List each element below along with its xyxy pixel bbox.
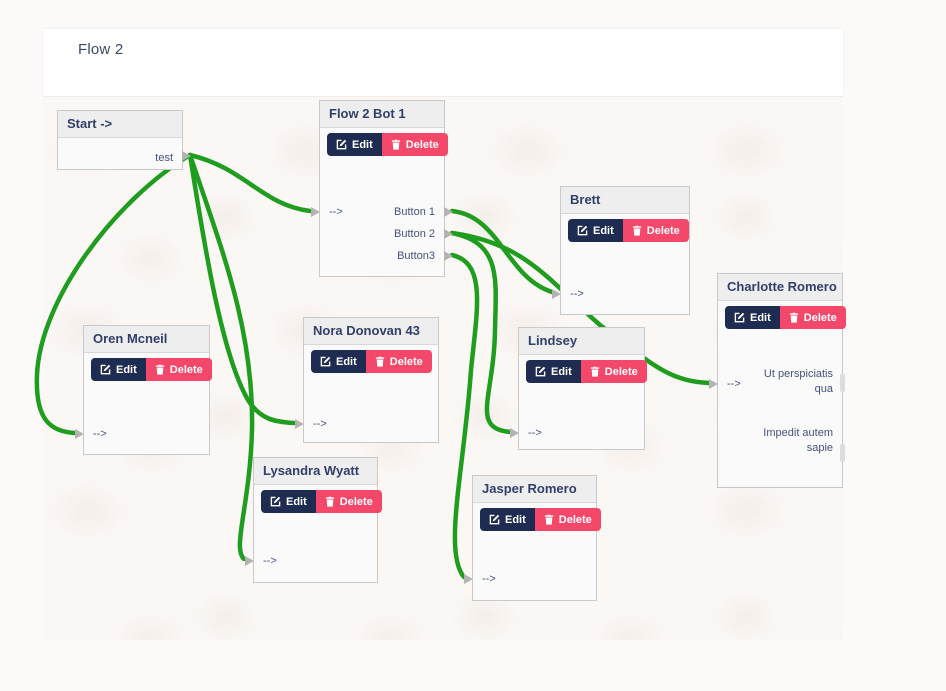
node-start-output-port[interactable] <box>182 151 191 161</box>
node-lindsey-input-port[interactable] <box>510 428 519 438</box>
node-bot-output-port[interactable] <box>444 207 453 217</box>
edge-start-to-nora[interactable] <box>187 152 297 426</box>
node-start[interactable]: Start -> test <box>57 110 191 170</box>
edge-start-to-lysandra[interactable] <box>187 152 255 562</box>
edit-button[interactable]: Edit <box>526 360 581 383</box>
node-bot-input-port[interactable] <box>311 207 320 217</box>
trash-icon <box>391 139 401 150</box>
node-bot-output-label: Button 2 <box>394 228 435 240</box>
delete-button[interactable]: Delete <box>534 508 601 531</box>
node-charlotte-input-port[interactable] <box>709 379 718 389</box>
edit-icon <box>734 312 745 323</box>
node-bot-output-label: Button 1 <box>394 206 435 218</box>
trash-icon <box>789 312 799 323</box>
node-brett-input-port[interactable] <box>552 289 561 299</box>
node-lysandra-input-label: --> <box>263 555 277 567</box>
edit-icon <box>489 514 500 525</box>
node-lindsey-title[interactable]: Lindsey <box>519 328 644 355</box>
node-charlotte[interactable]: Charlotte Romero Edit Delete --> Ut pers… <box>709 273 846 488</box>
node-lysandra-input-port[interactable] <box>245 556 254 566</box>
node-jasper[interactable]: Jasper Romero Edit Delete --> <box>464 475 601 601</box>
delete-button[interactable]: Delete <box>315 490 382 513</box>
node-bot-output-port[interactable] <box>444 229 453 239</box>
edit-button[interactable]: Edit <box>311 350 366 373</box>
node-charlotte-output-port[interactable] <box>840 374 845 392</box>
node-oren-input-port[interactable] <box>75 429 84 439</box>
node-oren[interactable]: Oren Mcneil Edit Delete --> <box>75 325 212 455</box>
node-charlotte-input-label: --> <box>727 378 741 390</box>
trash-icon <box>632 225 642 236</box>
delete-button[interactable]: Delete <box>580 360 647 383</box>
node-lindsey[interactable]: Lindsey Edit Delete --> <box>510 327 647 450</box>
node-charlotte-output-port[interactable] <box>840 444 845 462</box>
edit-button[interactable]: Edit <box>568 219 623 242</box>
node-bot-title[interactable]: Flow 2 Bot 1 <box>320 101 444 128</box>
flow-title: Flow 2 <box>78 41 124 58</box>
node-charlotte-output-label: Impedit autem sapie <box>763 427 833 454</box>
edit-icon <box>100 364 111 375</box>
node-start-output-label: test <box>155 152 173 164</box>
delete-button[interactable]: Delete <box>779 306 846 329</box>
node-brett-title[interactable]: Brett <box>561 187 689 214</box>
node-jasper-input-label: --> <box>482 573 496 585</box>
edit-icon <box>535 366 546 377</box>
node-lysandra-title[interactable]: Lysandra Wyatt <box>254 458 377 485</box>
delete-button[interactable]: Delete <box>622 219 689 242</box>
trash-icon <box>375 356 385 367</box>
edit-icon <box>336 139 347 150</box>
node-nora[interactable]: Nora Donovan 43 Edit Delete --> <box>295 317 439 443</box>
node-jasper-title[interactable]: Jasper Romero <box>473 476 596 503</box>
flow-header-panel: Flow 2 <box>43 29 843 97</box>
node-bot-output-label: Button3 <box>397 250 435 262</box>
trash-icon <box>325 496 335 507</box>
trash-icon <box>155 364 165 375</box>
node-oren-title[interactable]: Oren Mcneil <box>84 326 209 353</box>
node-bot-input-label: --> <box>329 206 343 218</box>
edit-button[interactable]: Edit <box>327 133 382 156</box>
node-brett[interactable]: Brett Edit Delete --> <box>552 186 690 315</box>
trash-icon <box>544 514 554 525</box>
delete-button[interactable]: Delete <box>365 350 432 373</box>
edge-button2-to-charlotte[interactable] <box>449 230 712 386</box>
edge-start-to-oren[interactable] <box>34 152 193 436</box>
edit-button[interactable]: Edit <box>91 358 146 381</box>
edit-button[interactable]: Edit <box>480 508 535 531</box>
trash-icon <box>590 366 600 377</box>
node-bot[interactable]: Flow 2 Bot 1 Edit Delete --> Button 1 Bu… <box>311 100 453 277</box>
node-nora-input-port[interactable] <box>295 419 304 429</box>
node-charlotte-title[interactable]: Charlotte Romero <box>718 274 842 301</box>
node-charlotte-output-label: Ut perspiciatis qua <box>763 368 833 395</box>
node-lindsey-input-label: --> <box>528 427 542 439</box>
node-lysandra[interactable]: Lysandra Wyatt Edit Delete --> <box>245 457 382 583</box>
edge-start-to-bot[interactable] <box>187 152 313 214</box>
node-brett-input-label: --> <box>570 288 584 300</box>
node-bot-output-port[interactable] <box>444 251 453 261</box>
node-jasper-input-port[interactable] <box>464 574 473 584</box>
edit-icon <box>577 225 588 236</box>
node-nora-input-label: --> <box>313 418 327 430</box>
node-oren-input-label: --> <box>93 428 107 440</box>
edit-icon <box>320 356 331 367</box>
edge-button2-to-lindsey[interactable] <box>449 230 513 435</box>
delete-button[interactable]: Delete <box>145 358 212 381</box>
edge-button3-to-jasper[interactable] <box>449 252 480 580</box>
node-nora-title[interactable]: Nora Donovan 43 <box>304 318 438 345</box>
edit-icon <box>270 496 281 507</box>
edit-button[interactable]: Edit <box>261 490 316 513</box>
delete-button[interactable]: Delete <box>381 133 448 156</box>
node-start-title[interactable]: Start -> <box>58 111 182 138</box>
edit-button[interactable]: Edit <box>725 306 780 329</box>
